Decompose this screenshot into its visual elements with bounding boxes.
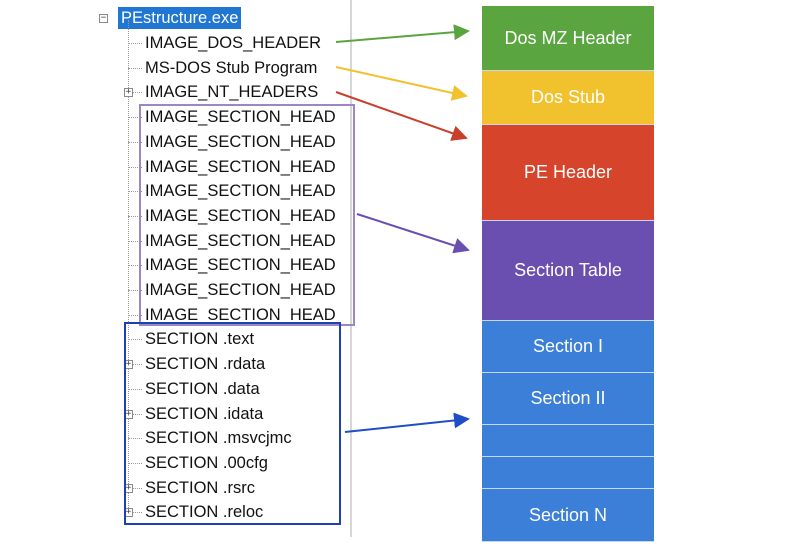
tree-item-label: IMAGE_DOS_HEADER bbox=[145, 34, 322, 52]
tree-item[interactable]: IMAGE_DOS_HEADER bbox=[90, 31, 352, 55]
minus-box-icon[interactable]: − bbox=[99, 13, 108, 23]
memory-block-label: Section Table bbox=[514, 260, 622, 280]
tree-branch-line bbox=[128, 314, 142, 316]
tree-item-label: IMAGE_NT_HEADERS bbox=[145, 83, 319, 102]
memory-block-label: Dos MZ Header bbox=[504, 27, 632, 48]
tree-item-label: IMAGE_SECTION_HEAD bbox=[145, 182, 336, 201]
memory-block: Section N bbox=[482, 489, 654, 542]
mapping-arrow bbox=[356, 213, 470, 254]
tree-item-label: SECTION .msvcjmc bbox=[145, 429, 292, 448]
tree-item[interactable]: IMAGE_SECTION_HEAD bbox=[90, 229, 352, 253]
tree-item[interactable]: SECTION .text bbox=[90, 327, 352, 351]
tree-branch-line bbox=[128, 339, 142, 341]
memory-block: PE Header bbox=[482, 125, 654, 221]
tree-item[interactable]: +SECTION .rdata bbox=[90, 352, 352, 376]
tree-branch-line bbox=[128, 215, 142, 217]
tree-item-label: SECTION .data bbox=[145, 379, 260, 398]
tree-item[interactable]: IMAGE_SECTION_HEAD bbox=[90, 155, 352, 179]
tree-item[interactable]: + IMAGE_NT_HEADERS bbox=[90, 80, 352, 104]
memory-block: Dos MZ Header bbox=[482, 6, 654, 71]
tree-branch-line bbox=[128, 117, 142, 119]
tree-branch-line bbox=[128, 290, 142, 291]
tree-item[interactable]: SECTION .data bbox=[90, 377, 352, 401]
tree-item[interactable]: IMAGE_SECTION_HEAD bbox=[90, 278, 352, 302]
memory-block: Dos Stub bbox=[482, 71, 654, 125]
tree-item-label: SECTION .idata bbox=[145, 404, 264, 423]
tree-item[interactable]: MS-DOS Stub Program bbox=[90, 56, 352, 80]
tree-item-label: SECTION .text bbox=[145, 330, 255, 349]
tree-item-label: IMAGE_SECTION_HEAD bbox=[145, 231, 336, 250]
tree-item[interactable]: +SECTION .reloc bbox=[90, 500, 352, 524]
tree-item[interactable]: IMAGE_SECTION_HEAD bbox=[90, 105, 352, 129]
tree-branch-line bbox=[128, 191, 142, 193]
tree-item[interactable]: SECTION .msvcjmc bbox=[90, 426, 352, 450]
tree-root-row[interactable]: − PEstructure.exe bbox=[90, 6, 290, 30]
memory-block-label: Section I bbox=[532, 336, 604, 356]
tree-root-label[interactable]: PEstructure.exe bbox=[118, 7, 242, 29]
tree-item[interactable]: IMAGE_SECTION_HEAD bbox=[90, 204, 352, 228]
tree-branch-line bbox=[128, 240, 142, 242]
mapping-arrow bbox=[335, 24, 470, 43]
mapping-arrow bbox=[344, 412, 470, 433]
tree-panel: − PEstructure.exe IMAGE_DOS_HEADER MS-DOS… bbox=[90, 0, 352, 537]
tree-item-label: SECTION .rsrc bbox=[145, 478, 255, 497]
tree-item[interactable]: IMAGE_SECTION_HEAD bbox=[90, 253, 352, 277]
tree-branch-line bbox=[128, 462, 142, 464]
tree-branch-line bbox=[128, 43, 142, 44]
tree-branch-line bbox=[128, 364, 142, 366]
tree-item-label: IMAGE_SECTION_HEAD bbox=[145, 206, 336, 225]
mapping-arrow bbox=[335, 66, 468, 101]
tree-branch-line bbox=[128, 388, 142, 390]
tree-item-label: SECTION .reloc bbox=[145, 503, 264, 522]
tree-item[interactable]: +SECTION .idata bbox=[90, 402, 352, 426]
tree-item-label: SECTION .rdata bbox=[145, 355, 266, 374]
tree-item-label: IMAGE_SECTION_HEAD bbox=[145, 281, 336, 299]
tree-branch-line bbox=[128, 141, 142, 143]
tree-branch-line bbox=[128, 487, 142, 489]
tree-item[interactable]: +SECTION .rsrc bbox=[90, 476, 352, 500]
tree-item-label: IMAGE_SECTION_HEAD bbox=[145, 108, 336, 127]
tree-branch-line bbox=[128, 67, 142, 69]
tree-item[interactable]: SECTION .00cfg bbox=[90, 451, 352, 475]
tree-panel-border bbox=[350, 0, 352, 537]
tree-item-label: MS-DOS Stub Program bbox=[145, 58, 318, 77]
tree-item[interactable]: IMAGE_SECTION_HEAD bbox=[90, 303, 352, 327]
tree-item[interactable]: IMAGE_SECTION_HEAD bbox=[90, 130, 352, 154]
tree-branch-line bbox=[128, 265, 142, 267]
sections-group-box bbox=[124, 322, 341, 525]
mapping-arrow bbox=[335, 91, 468, 141]
memory-block-label: Section II bbox=[530, 388, 606, 408]
tree-item-label: IMAGE_SECTION_HEAD bbox=[145, 157, 336, 176]
memory-block-label: Dos Stub bbox=[530, 87, 606, 107]
memory-block bbox=[482, 457, 654, 489]
tree-item-label: IMAGE_SECTION_HEAD bbox=[145, 132, 336, 151]
memory-block: Section I bbox=[482, 321, 654, 373]
tree-branch-line bbox=[128, 512, 142, 514]
tree-branch-line bbox=[128, 438, 142, 440]
tree-branch-line bbox=[128, 92, 142, 94]
section-headers-group-box bbox=[139, 104, 355, 326]
memory-block-label: PE Header bbox=[523, 162, 613, 182]
tree-item-label: SECTION .00cfg bbox=[145, 453, 268, 472]
tree-item-label: IMAGE_SECTION_HEAD bbox=[145, 256, 336, 275]
memory-block-label: Section N bbox=[528, 504, 608, 525]
memory-block bbox=[482, 425, 654, 457]
tree-branch-line bbox=[128, 166, 142, 168]
tree-branch-line bbox=[128, 413, 142, 415]
tree-item[interactable]: IMAGE_SECTION_HEAD bbox=[90, 179, 352, 203]
tree-item-label: IMAGE_SECTION_HEAD bbox=[145, 305, 336, 324]
memory-block: Section Table bbox=[482, 221, 654, 321]
plus-box-icon[interactable]: + bbox=[124, 87, 133, 98]
memory-block: Section II bbox=[482, 373, 654, 425]
